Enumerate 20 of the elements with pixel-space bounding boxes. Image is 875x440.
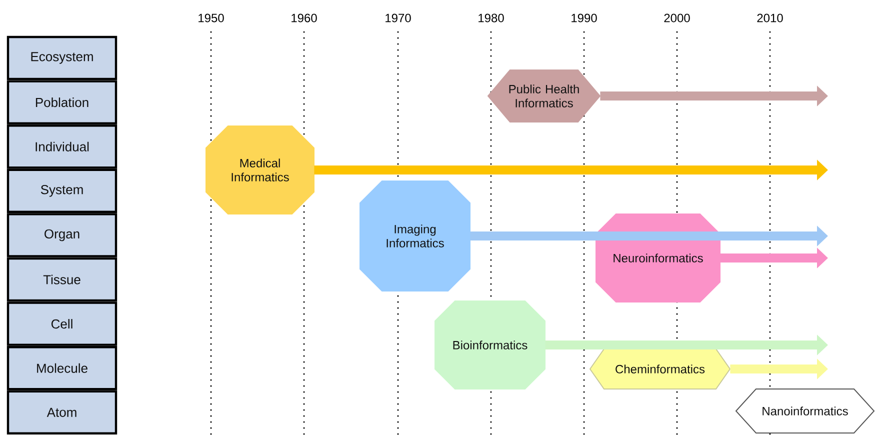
scale-box: Organ [6,213,118,258]
node-label: Nanoinformatics [762,406,848,416]
scale-box: Individual [6,124,118,169]
scale-box: System [6,168,118,213]
year-label: 1990 [572,14,597,22]
year-label: 1960 [292,14,317,22]
year-label: 2010 [757,14,783,22]
scale-box: Atom [6,390,118,434]
scale-box: Molecule [6,346,118,390]
scale-box: Tissue [6,257,118,302]
year-label: 1980 [478,14,504,22]
year-label: 1970 [386,14,411,22]
year-label: 2000 [664,14,690,22]
scale-box: Poblation [6,80,118,124]
field-octagon: Bioinformatics [434,300,546,390]
year-label: 1950 [198,14,224,22]
scale-box: Cell [6,302,118,346]
field-octagon: Imaging Informatics [360,180,470,292]
scale-box: Ecosystem [6,36,118,80]
field-octagon: Medical Informatics [206,126,314,214]
